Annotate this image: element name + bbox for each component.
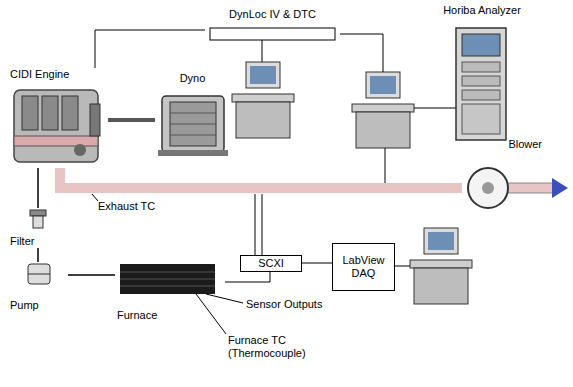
node-label: LabView DAQ (333, 254, 394, 279)
leader-line (206, 294, 243, 303)
connector (37, 248, 39, 262)
computer (410, 228, 472, 304)
controller-node: DynLoc IV & DTC (205, 8, 340, 42)
wire (383, 34, 384, 72)
engine-drawing (14, 90, 100, 162)
process-box: LabView DAQ (332, 243, 395, 291)
exhaust-pipe (60, 168, 462, 188)
sample-line (385, 148, 386, 183)
wire (262, 40, 263, 62)
leader-line (92, 194, 98, 201)
filter-node: Filter (8, 208, 68, 248)
wire (414, 108, 456, 109)
dyno-node: Dyno (155, 72, 230, 160)
connector (95, 30, 205, 68)
annotation-label: Furnace TC (Thermocouple) (228, 334, 328, 360)
connector (225, 272, 270, 282)
blower-node: Blower (462, 138, 544, 210)
connector (108, 118, 155, 122)
annotation-label: Exhaust TC (98, 200, 168, 213)
node-label: Horiba Analyzer (441, 4, 523, 17)
computer (232, 62, 294, 138)
node-label: DynLoc IV & DTC (227, 8, 318, 21)
filter-symbol (30, 210, 46, 228)
annotation-label: Sensor Outputs (246, 298, 336, 311)
analyzer-node: Horiba Analyzer (437, 4, 527, 144)
engine-node: CIDI Engine (8, 68, 108, 168)
connector (68, 274, 115, 276)
connector (302, 263, 332, 264)
analyzer-cabinet (456, 28, 506, 140)
node-label: Dyno (178, 72, 208, 85)
computer (352, 72, 414, 148)
pump-node: Pump (8, 262, 68, 312)
leader-line (196, 294, 226, 334)
node-label: Blower (506, 138, 544, 151)
connector (37, 168, 39, 208)
pump-symbol (28, 264, 50, 284)
wire (340, 34, 383, 35)
node-label: Furnace (115, 309, 159, 322)
node-label: SCXI (256, 257, 286, 270)
node-label: Filter (8, 235, 36, 248)
dyno-drawing (158, 96, 228, 156)
furnace-node: Furnace (115, 262, 225, 322)
process-box: SCXI (240, 255, 302, 272)
node-label: Pump (8, 299, 41, 312)
controller-bar (210, 28, 335, 40)
wire (262, 194, 263, 255)
blower-drawing (468, 168, 568, 208)
node-label: CIDI Engine (8, 68, 71, 81)
furnace-drawing (120, 264, 215, 294)
wire (255, 194, 256, 255)
